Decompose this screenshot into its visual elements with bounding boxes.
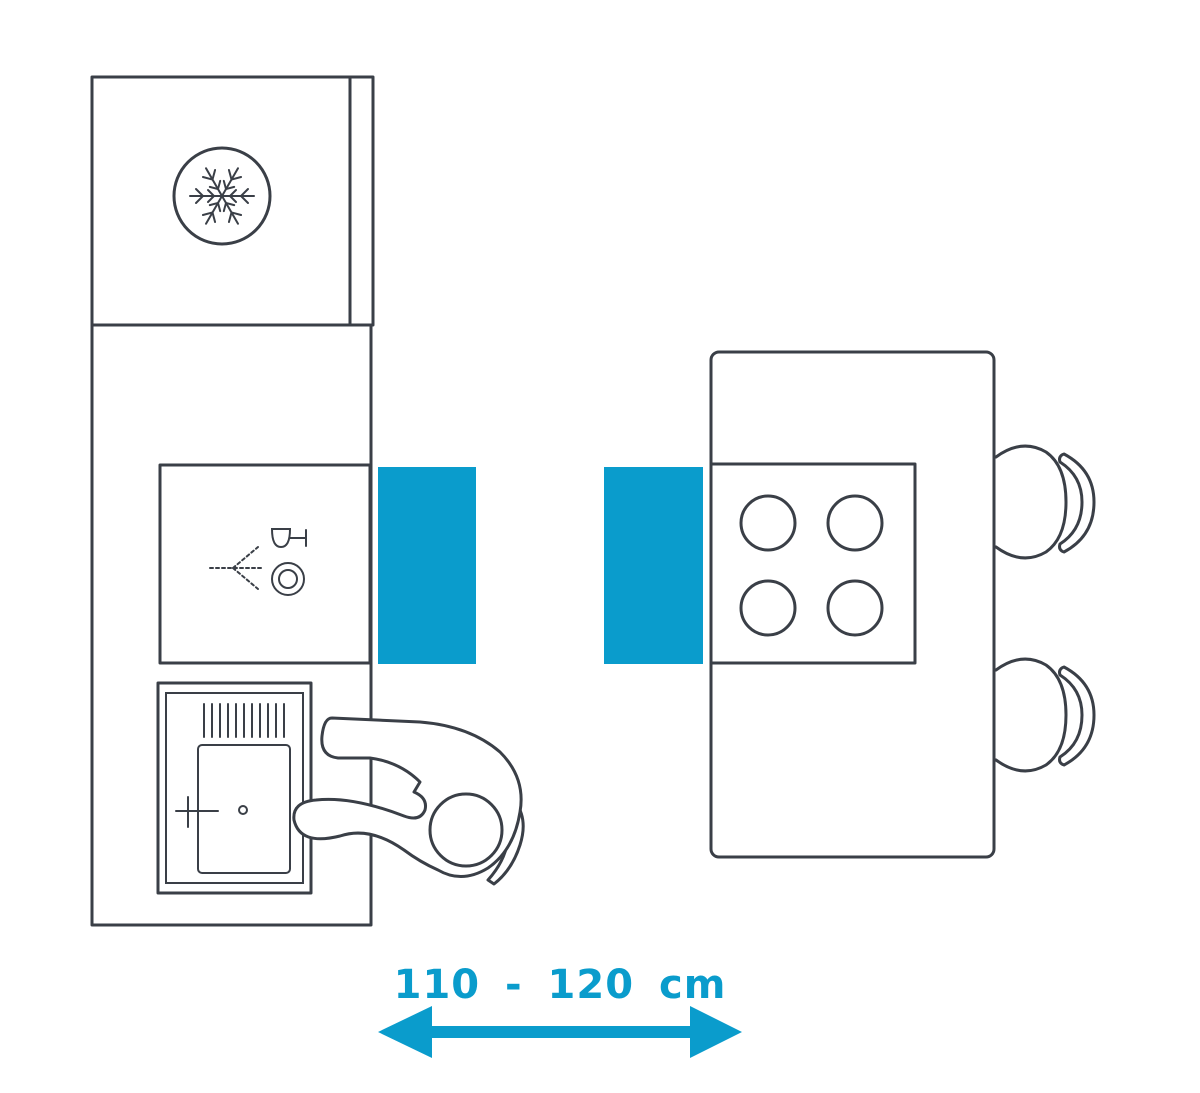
clearance-zone-left xyxy=(378,467,476,664)
cooktop xyxy=(709,462,917,665)
clearance-zone-right xyxy=(604,467,703,664)
plate-icon xyxy=(271,562,305,596)
drain-board xyxy=(203,703,285,738)
stool-top xyxy=(994,444,1096,560)
stool-bottom xyxy=(994,657,1096,773)
dishwasher xyxy=(158,463,372,665)
snowflake-icon xyxy=(172,146,272,246)
faucet-icon xyxy=(175,796,248,828)
wine-glass-icon xyxy=(270,528,307,549)
dimension-label: 110 - 120 cm xyxy=(393,962,727,1008)
person-icon xyxy=(292,716,525,886)
dishwasher-spray-icon xyxy=(209,546,263,590)
dimension-arrow xyxy=(378,1006,742,1058)
fridge xyxy=(90,75,375,327)
sink xyxy=(156,681,313,895)
